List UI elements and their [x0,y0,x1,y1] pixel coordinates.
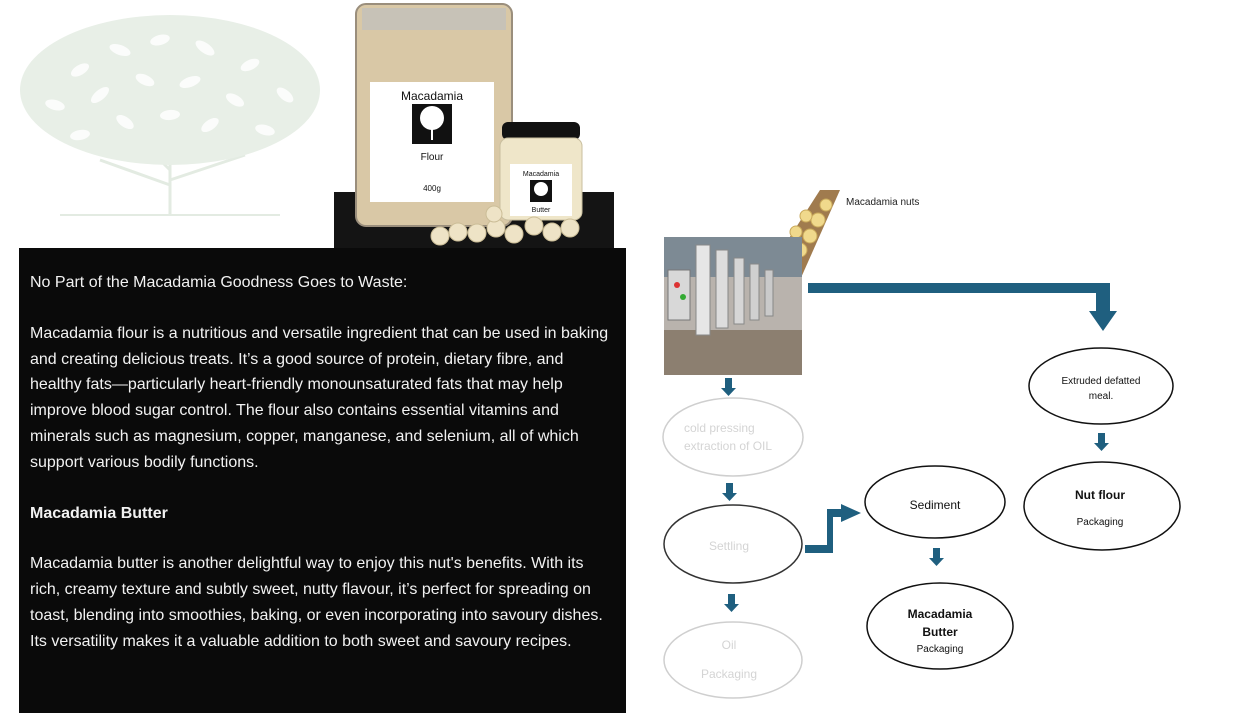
cold-pressing-node [662,397,804,477]
pouch-brand-text: Macadamia [401,89,463,103]
sediment-label: Sediment [910,498,961,512]
jar-brand-text: Macadamia [523,171,559,178]
extruded-meal-node [1028,347,1174,425]
intro-title: No Part of the Macadamia Goodness Goes t… [30,274,408,291]
oil-packaging-label: Packaging [701,667,757,681]
flour-paragraph: Macadamia flour is a nutritious and vers… [30,324,609,471]
extruded-label-line2: meal. [1089,391,1113,402]
oil-press-machine-image [664,237,802,375]
pouch-weight-text: 400g [423,184,441,193]
flow-arrows [721,283,1117,612]
butter-label-line1: Macadamia [908,607,973,621]
oil-label: Oil [722,638,737,652]
oil-node [663,621,803,699]
tree-watermark-icon [20,15,320,216]
cold-pressing-label-line2: extraction of OIL [684,439,772,453]
product-photo: Macadamia Flour 400g Macadamia Butter [334,3,614,248]
nut-flour-node [1023,461,1181,551]
butter-paragraph: Macadamia butter is another delightful w… [30,555,603,650]
butter-packaging-label: Packaging [917,644,964,655]
macadamia-butter-node [866,582,1014,670]
settling-label: Settling [709,539,749,553]
jar-product-text: Butter [532,207,551,214]
sediment-node [864,465,1006,539]
butter-label-line2: Butter [922,625,958,639]
extruded-label-line1: Extruded defatted [1062,376,1141,387]
nut-flour-packaging-label: Packaging [1077,517,1124,528]
settling-node [663,504,803,584]
pouch-product-text: Flour [421,152,444,163]
nut-flour-label: Nut flour [1075,488,1125,502]
cold-pressing-label-line1: cold pressing [684,421,755,435]
info-text-panel: No Part of the Macadamia Goodness Goes t… [19,248,626,713]
nuts-label: Macadamia nuts [846,197,919,208]
butter-heading: Macadamia Butter [30,504,168,522]
